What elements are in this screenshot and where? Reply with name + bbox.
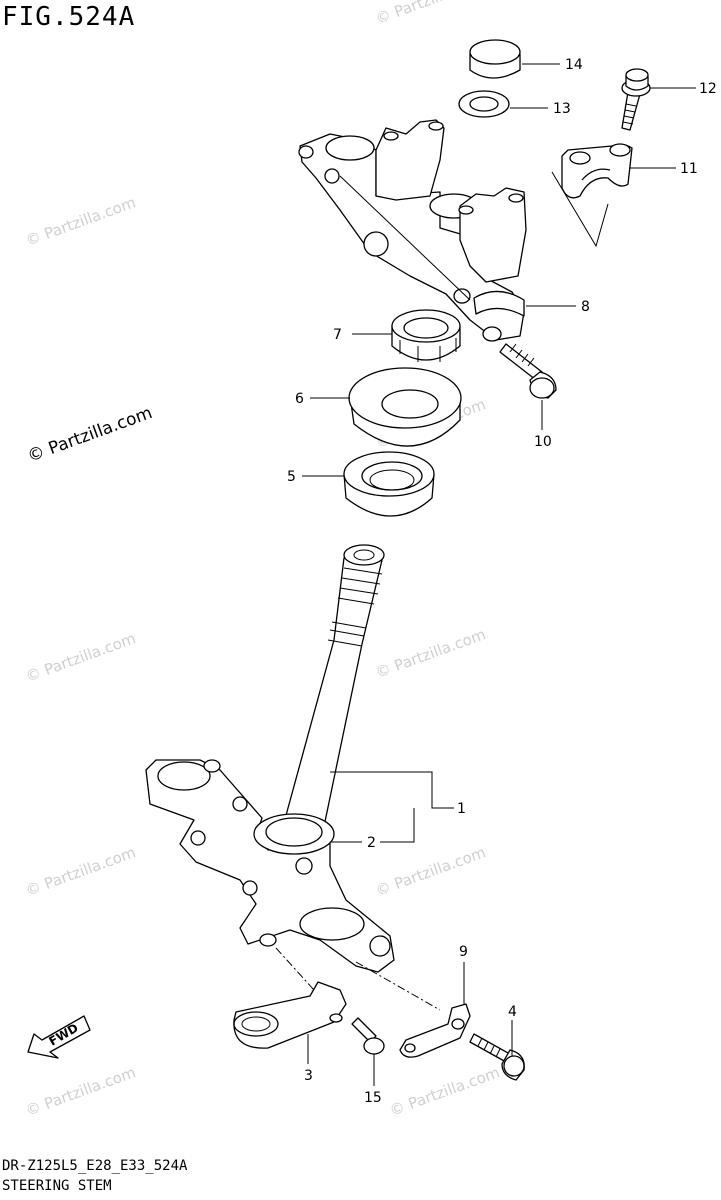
callout-4: 4 <box>508 1004 517 1020</box>
callout-11: 11 <box>680 161 698 177</box>
watermark: © Partzilla.com <box>23 629 138 686</box>
part-13-washer <box>458 90 510 118</box>
part-6-dust-seal <box>348 367 462 447</box>
watermark: © Partzilla.com <box>23 843 138 900</box>
section-name: STEERING STEM <box>2 1178 112 1194</box>
watermark: © Partzilla.com <box>387 1063 502 1120</box>
part-11-handlebar-clamp <box>551 143 633 248</box>
callout-5: 5 <box>287 469 296 485</box>
part-8-upper-bracket <box>298 119 527 342</box>
watermark: © Partzilla.com <box>23 1063 138 1120</box>
callout-7: 7 <box>333 327 342 343</box>
part-10-bolt <box>499 343 557 399</box>
callout-10: 10 <box>534 434 552 450</box>
part-5-bearing <box>343 451 435 517</box>
callout-14: 14 <box>565 57 583 73</box>
callout-numbers: 1 2 3 4 5 6 7 8 9 10 11 12 13 14 15 <box>287 57 717 1106</box>
part-12-bolt <box>621 68 651 131</box>
part-15-bolt <box>351 1017 385 1055</box>
part-14-cap <box>469 39 521 79</box>
part-4-bolt <box>469 1033 525 1081</box>
callout-8: 8 <box>581 299 590 315</box>
part-3-bracket <box>233 981 347 1049</box>
leader-lines <box>302 63 696 1086</box>
watermark: © Partzilla.com <box>23 193 138 250</box>
callout-12: 12 <box>699 81 717 97</box>
model-code: DR-Z125L5_E28_E33_524A <box>2 1158 188 1174</box>
part-9-bracket <box>399 1003 471 1058</box>
callout-15: 15 <box>364 1090 382 1106</box>
figure-title: FIG.524A <box>2 2 136 32</box>
part-7-steering-nut <box>391 309 461 362</box>
callout-9: 9 <box>459 944 468 960</box>
fwd-arrow: FWD <box>27 1015 91 1059</box>
watermark-primary: © Partzilla.com <box>25 403 155 467</box>
callout-3: 3 <box>304 1068 313 1084</box>
callout-6: 6 <box>295 391 304 407</box>
callout-1: 1 <box>457 801 466 817</box>
part-1-steering-stem <box>145 544 395 973</box>
callout-2: 2 <box>367 835 376 851</box>
watermark: © Partzilla.com <box>373 843 488 900</box>
watermark: © Partzilla.com <box>373 625 488 682</box>
watermark: © Partzilla.com <box>373 0 488 28</box>
callout-13: 13 <box>553 101 571 117</box>
